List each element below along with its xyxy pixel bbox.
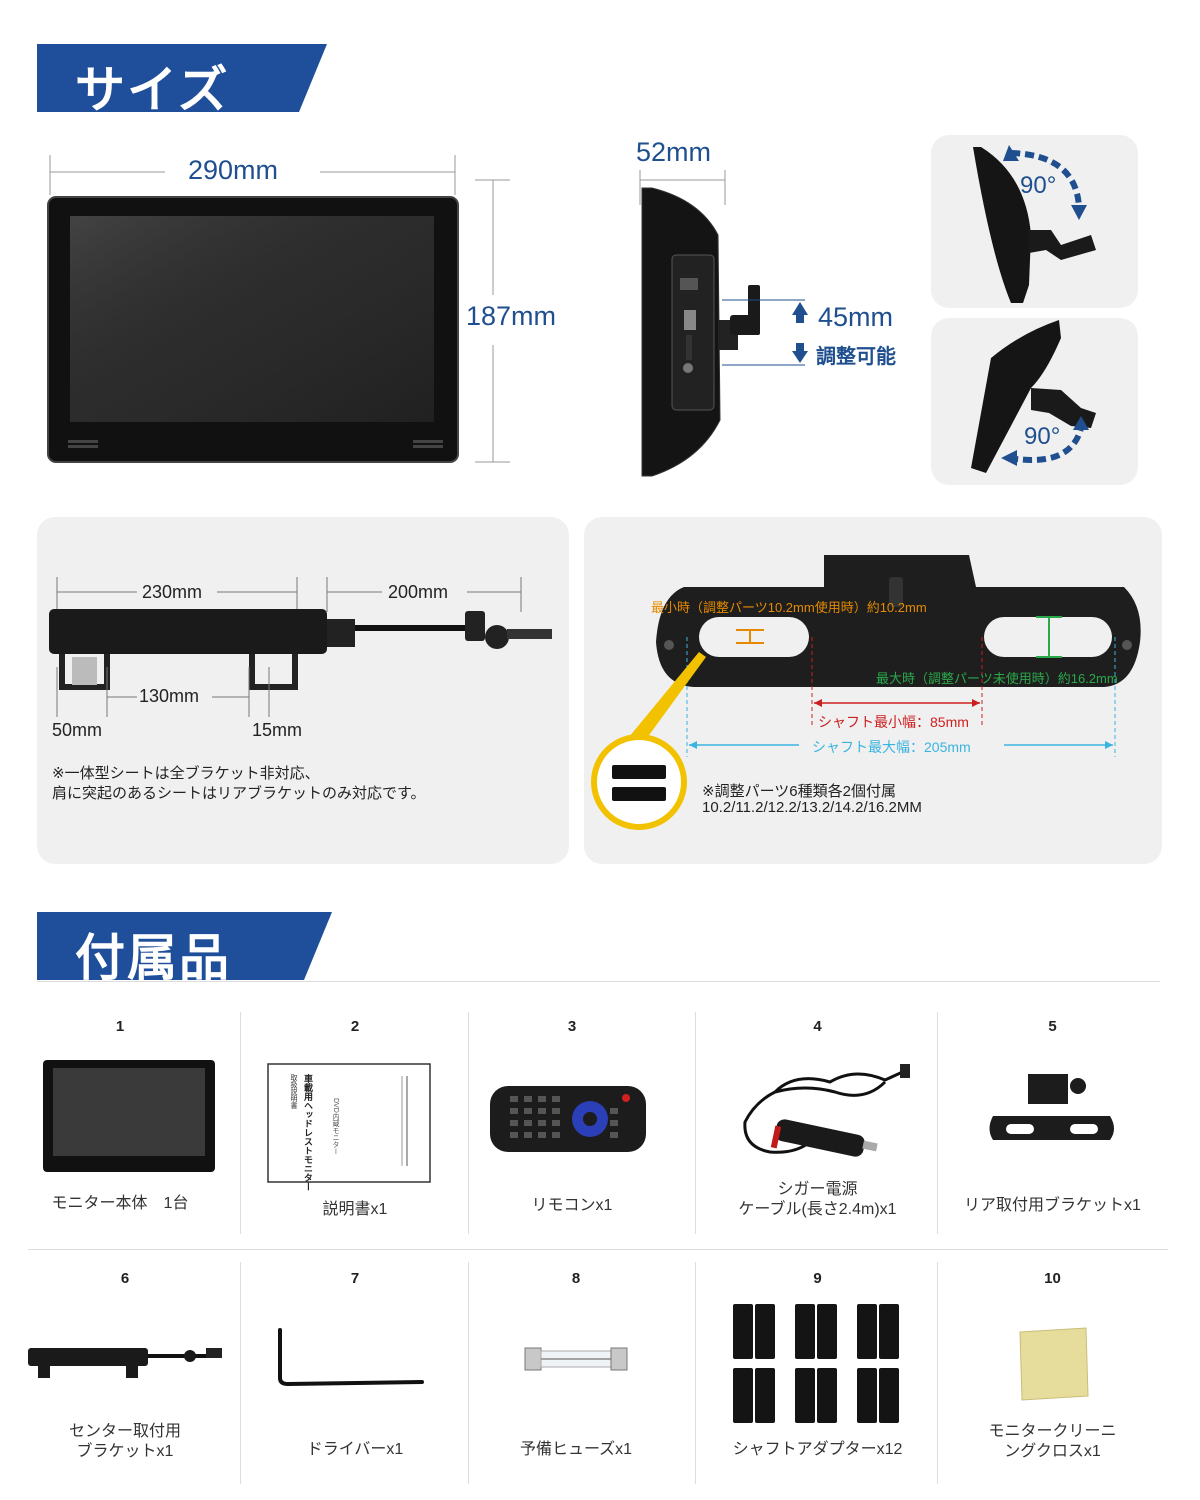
item-number: 2 (350, 1018, 360, 1035)
adjust-label: 調整可能 (816, 346, 896, 368)
item-caption: 予備ヒューズx1 (519, 1441, 633, 1458)
item-number: 7 (350, 1270, 360, 1287)
grid-divider (468, 1262, 469, 1484)
grid-divider (240, 1262, 241, 1484)
banner-shape (37, 44, 327, 112)
item-number: 5 (1048, 1018, 1057, 1035)
left-width: 50mm (52, 720, 103, 740)
remote-control-icon (490, 1086, 646, 1152)
accessory-item-4: 4 シガー電源 ケーブル(長さ2.4m)x1 (705, 1018, 930, 1228)
rotation-top-panel (931, 135, 1138, 308)
item-caption: シャフトアダプターx12 (732, 1441, 903, 1458)
angle-top: 90° (1020, 172, 1057, 199)
screwdriver-icon (278, 1328, 424, 1387)
accessory-item-6: 6 センター取付用 ブラケットx1 (25, 1270, 225, 1480)
item-caption: ドライバーx1 (306, 1441, 404, 1458)
heading-underline (37, 981, 1160, 982)
accessories-heading: 付属品 (75, 930, 231, 986)
rear-bracket-image (591, 555, 1141, 830)
accessory-item-9: 9 シャフトアダプターx12 (705, 1270, 930, 1480)
bracket-note-2: 肩に突起のあるシートはリアブラケットのみ対応です。 (52, 785, 426, 802)
monitor-icon (43, 1060, 215, 1172)
grid-divider (468, 1012, 469, 1234)
center-bracket-image (49, 577, 552, 717)
grid-divider (240, 1012, 241, 1234)
item-number: 9 (813, 1270, 822, 1287)
min-gap-label: 最小時（調整パーツ10.2mm使用時）約10.2mm (651, 600, 927, 615)
shaft-adapter-icon (733, 1304, 899, 1423)
shaft-max-label: シャフト最大幅：205mm (812, 739, 971, 755)
item-number: 6 (120, 1270, 130, 1287)
bracket-note-1: ※一体型シートは全ブラケット非対応、 (52, 765, 320, 782)
grid-divider (695, 1262, 696, 1484)
item-caption: モニタークリーニ ングクロスx1 (988, 1423, 1117, 1460)
right-width: 15mm (252, 720, 303, 740)
accessory-item-10: 10 モニタークリーニ ングクロスx1 (950, 1270, 1155, 1480)
monitor-side-image (639, 170, 808, 477)
height-dimension: 187mm (466, 301, 557, 331)
cleaning-cloth-icon (1019, 1327, 1089, 1401)
item-caption: リモコンx1 (531, 1197, 613, 1214)
cigar-cable-icon (743, 1064, 910, 1157)
manual-title-text: 車載用ヘッドレストモニター (303, 1074, 313, 1191)
angle-bottom: 90° (1024, 423, 1061, 450)
bar-length: 230mm (142, 582, 203, 602)
grid-divider (937, 1262, 938, 1484)
rotation-bottom-image (971, 320, 1096, 473)
item-number: 8 (571, 1270, 581, 1287)
parts-sizes: 10.2/11.2/12.2/13.2/14.2/16.2MM (702, 799, 922, 816)
accessory-item-5: 5 リア取付用ブラケットx1 (950, 1018, 1155, 1228)
spacing-length: 130mm (139, 686, 200, 706)
item-number: 4 (813, 1018, 822, 1035)
manual-top-text: 取扱説明書 (290, 1074, 297, 1109)
banner-shape (37, 912, 332, 980)
grid-divider (28, 1249, 1168, 1250)
width-dimension: 290mm (188, 155, 279, 185)
accessory-item-3: 3 リモコンx1 (472, 1018, 672, 1228)
item-caption: シガー電源 ケーブル(長さ2.4m)x1 (738, 1181, 897, 1218)
manual-sub-text: DVD内蔵モニター (332, 1098, 339, 1155)
monitor-front-image (47, 155, 510, 463)
item-caption: リア取付用ブラケットx1 (964, 1197, 1141, 1214)
accessory-item-7: 7 ドライバーx1 (252, 1270, 458, 1480)
accessory-item-8: 8 予備ヒューズx1 (478, 1270, 674, 1480)
accessory-item-1: 1 モニター本体 1台 (20, 1018, 220, 1228)
item-caption: 説明書x1 (322, 1201, 388, 1218)
grid-divider (937, 1012, 938, 1234)
shaft-min-label: シャフト最小幅：85mm (818, 714, 969, 730)
parts-note: ※調整パーツ6種類各2個付属 (702, 783, 896, 800)
size-heading: サイズ (75, 62, 230, 118)
grid-divider (695, 1012, 696, 1234)
item-caption: モニター本体 1台 (51, 1195, 189, 1212)
fuse-icon (524, 1347, 628, 1371)
max-gap-label: 最大時（調整パーツ未使用時）約16.2mm (876, 671, 1118, 686)
size-heading-banner: サイズ (37, 44, 327, 118)
adjust-dimension: 45mm (818, 302, 894, 332)
rear-bracket-icon (989, 1074, 1114, 1140)
center-bracket-panel (37, 517, 569, 864)
manual-icon (267, 1063, 431, 1183)
item-number: 3 (567, 1018, 577, 1035)
depth-dimension: 52mm (636, 137, 712, 167)
item-number: 1 (115, 1018, 125, 1035)
center-bracket-icon (28, 1348, 222, 1378)
item-caption: センター取付用 ブラケットx1 (68, 1423, 181, 1460)
accessories-heading-banner: 付属品 (37, 912, 332, 986)
rotation-top-image (973, 145, 1096, 303)
item-number: 10 (1044, 1270, 1061, 1287)
arm-length: 200mm (388, 582, 449, 602)
accessory-item-2: 2 取扱説明書 車載用ヘッドレストモニター DVD内蔵モニター 説明書x1 (250, 1018, 460, 1228)
